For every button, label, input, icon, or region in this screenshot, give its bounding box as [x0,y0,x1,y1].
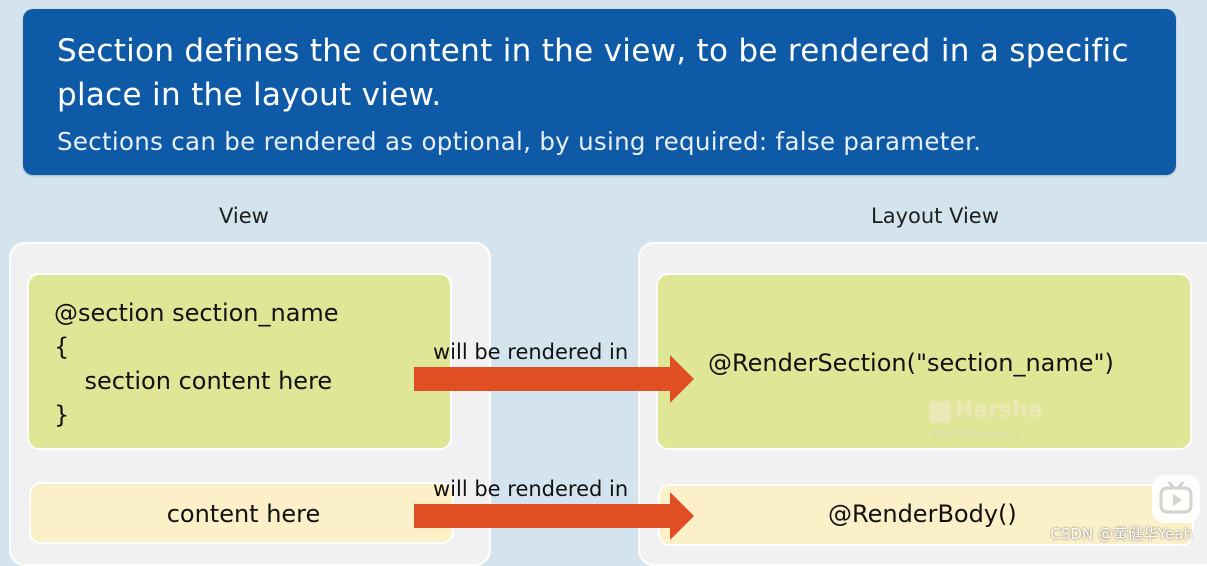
top-arrow [414,355,694,403]
render-section-box: @RenderSection("section_name") [656,273,1192,450]
bottom-arrow-label: will be rendered in [433,477,629,501]
watermark-name: Harsha [955,398,1043,423]
banner-title: Section defines the content in the view,… [57,33,1129,113]
header-banner: Section defines the content in the view,… [23,9,1176,175]
harsha-watermark: Harsha Web University [927,398,1047,442]
body-content-text: content here [166,500,321,528]
banner-subtitle: Sections can be rendered as optional, by… [57,127,982,156]
view-label: View [219,204,269,228]
credit-text: CSDN @黄健华Yeah [1050,525,1193,543]
render-section-text: @RenderSection("section_name") [708,349,1114,377]
top-arrow-label: will be rendered in [433,340,629,364]
render-body-text: @RenderBody() [828,500,1017,528]
section-code: @section section_name { section content … [54,299,339,429]
watermark-sub: Web University [931,428,1021,441]
layout-view-label: Layout View [871,204,999,228]
video-play-icon[interactable] [1152,475,1200,523]
section-code-box: @section section_name { section content … [27,273,452,450]
body-content-box: content here [29,482,454,544]
harsha-logo-icon [929,401,951,423]
bottom-arrow [414,492,694,540]
